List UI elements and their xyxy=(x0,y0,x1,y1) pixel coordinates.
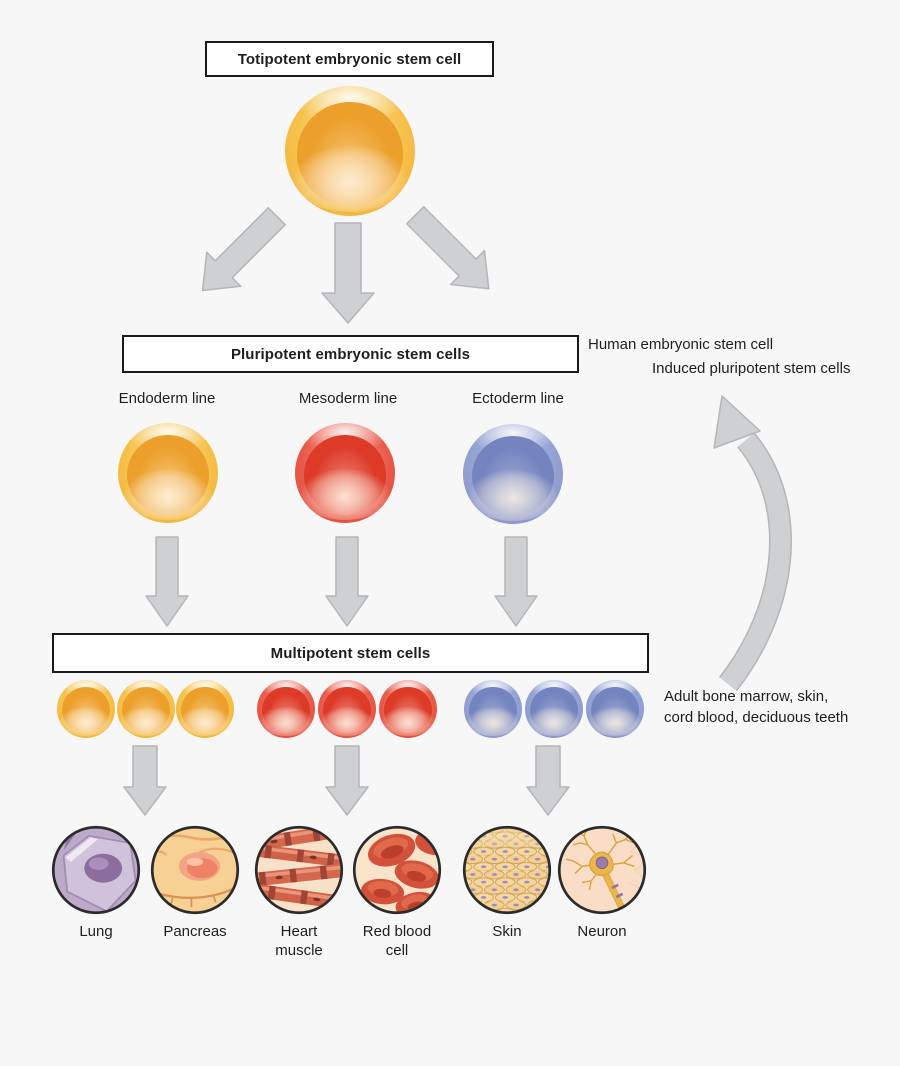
skin-tissue-icon xyxy=(462,825,552,915)
multipotent-endoderm-cell xyxy=(117,680,175,738)
multipotent-box-label: Multipotent stem cells xyxy=(270,644,431,662)
lineage-label-ectoderm: Ectoderm line xyxy=(472,390,564,407)
adult-sources-label: Adult bone marrow, skin, cord blood, dec… xyxy=(664,688,849,726)
mesoderm-cell xyxy=(295,423,395,523)
totipotent-box: Totipotent embryonic stem cell xyxy=(205,41,494,77)
lineage-label-endoderm: Endoderm line xyxy=(118,390,216,407)
multipotent-mesoderm-cell xyxy=(379,680,437,738)
down-arrow-icon xyxy=(325,536,369,627)
lung-tissue-icon xyxy=(51,825,141,915)
red-blood-cell-tissue-icon xyxy=(352,825,442,915)
multipotent-endoderm-cell xyxy=(57,680,115,738)
curved-up-arrow-icon xyxy=(713,395,792,692)
down-arrow-icon xyxy=(494,536,538,627)
multipotent-endoderm-cell xyxy=(176,680,234,738)
down-right-arrow-icon xyxy=(405,205,490,290)
multipotent-ectoderm-cell xyxy=(464,680,522,738)
pluripotent-box: Pluripotent embryonic stem cells xyxy=(122,335,579,373)
multipotent-ectoderm-cell xyxy=(525,680,583,738)
down-arrow-icon xyxy=(325,745,369,816)
down-arrow-icon xyxy=(526,745,570,816)
totipotent-box-label: Totipotent embryonic stem cell xyxy=(237,50,462,68)
multipotent-mesoderm-cell xyxy=(318,680,376,738)
tissue-label-neuron: Neuron xyxy=(577,923,627,940)
heart-muscle-tissue-icon xyxy=(254,825,344,915)
down-arrow-icon xyxy=(321,222,375,324)
multipotent-ectoderm-cell xyxy=(586,680,644,738)
neuron-tissue-icon xyxy=(557,825,647,915)
down-arrow-icon xyxy=(123,745,167,816)
tissue-label-red-blood-cell: Red blood cell xyxy=(362,923,432,959)
pancreas-tissue-icon xyxy=(150,825,240,915)
tissue-label-lung: Lung xyxy=(79,923,113,940)
endoderm-cell xyxy=(118,423,218,523)
multipotent-box: Multipotent stem cells xyxy=(52,633,649,673)
down-arrow-icon xyxy=(145,536,189,627)
tissue-label-heart-muscle: Heart muscle xyxy=(275,923,323,959)
human-embryonic-stem-cell-label: Human embryonic stem cell xyxy=(588,336,774,353)
totipotent-cell xyxy=(285,86,415,216)
tissue-label-skin: Skin xyxy=(492,923,522,940)
induced-pluripotent-label: Induced pluripotent stem cells xyxy=(652,360,851,377)
down-left-arrow-icon xyxy=(201,206,287,292)
ectoderm-cell xyxy=(463,424,563,524)
pluripotent-box-label: Pluripotent embryonic stem cells xyxy=(230,345,471,363)
lineage-label-mesoderm: Mesoderm line xyxy=(298,390,398,407)
multipotent-mesoderm-cell xyxy=(257,680,315,738)
tissue-label-pancreas: Pancreas xyxy=(163,923,227,940)
